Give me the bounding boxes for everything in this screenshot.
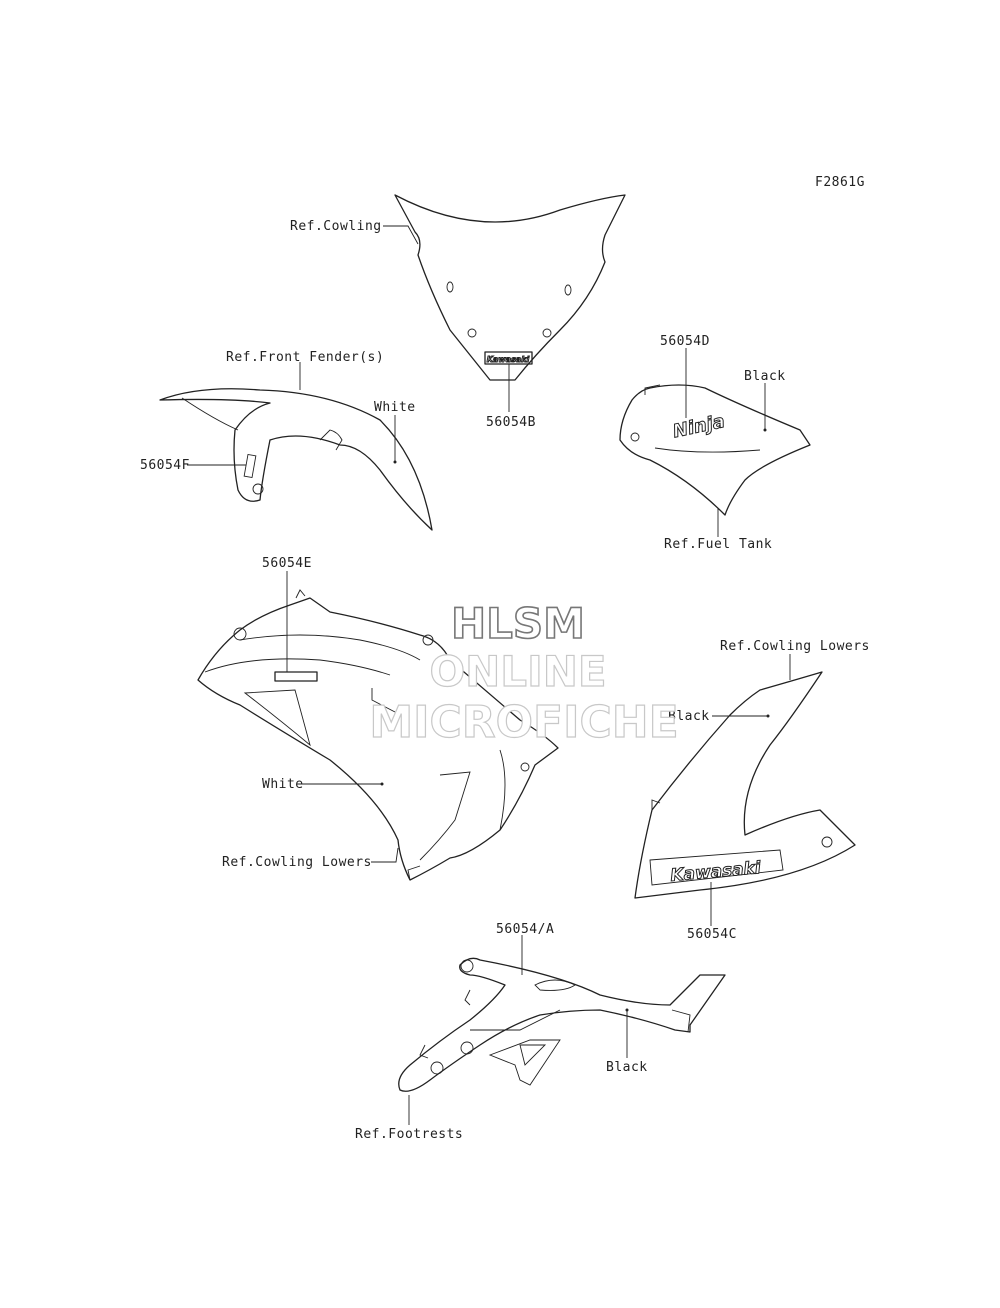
label-56054C: 56054C <box>687 927 737 942</box>
front-fender-part <box>159 388 433 531</box>
label-ref-cowling-lowers-left: Ref.Cowling Lowers <box>222 855 372 870</box>
windscreen-part: Kawasaki <box>394 194 626 381</box>
watermark: HLSM ONLINE MICROFICHE <box>369 598 680 748</box>
label-black-frame: Black <box>606 1060 648 1075</box>
left-cowling-part <box>197 589 559 881</box>
label-ref-fuel-tank: Ref.Fuel Tank <box>664 537 772 552</box>
watermark-line2: ONLINE <box>429 647 606 696</box>
footrest-bracket-part <box>398 957 726 1092</box>
leader-ref-cowling <box>383 225 419 245</box>
diagram-code: F2861G <box>815 175 865 190</box>
lower-kawasaki-logo: Kawasaki <box>670 858 763 886</box>
label-56054D: 56054D <box>660 334 710 349</box>
tank-ninja-logo: Ninja <box>671 411 727 442</box>
label-56054B: 56054B <box>486 415 536 430</box>
label-white-fender: White <box>374 400 416 415</box>
label-ref-cowling: Ref.Cowling <box>290 219 382 234</box>
label-black-tank: Black <box>744 369 786 384</box>
fuel-tank-part: Ninja <box>619 384 811 516</box>
label-black-lower: Black <box>668 709 710 724</box>
label-56054A: 56054/A <box>496 922 554 937</box>
label-ref-cowling-lowers-right: Ref.Cowling Lowers <box>720 639 870 654</box>
leader-ref-cowling-lowers-left <box>371 847 399 863</box>
label-56054E: 56054E <box>262 556 312 571</box>
label-56054F: 56054F <box>140 458 190 473</box>
label-ref-footrests: Ref.Footrests <box>355 1127 463 1142</box>
label-ref-front-fender: Ref.Front Fender(s) <box>226 350 384 365</box>
watermark-line1: HLSM <box>451 599 585 648</box>
windscreen-kawasaki-logo: Kawasaki <box>487 355 530 364</box>
watermark-line3: MICROFICHE <box>369 697 678 748</box>
label-white-cowl: White <box>262 777 304 792</box>
